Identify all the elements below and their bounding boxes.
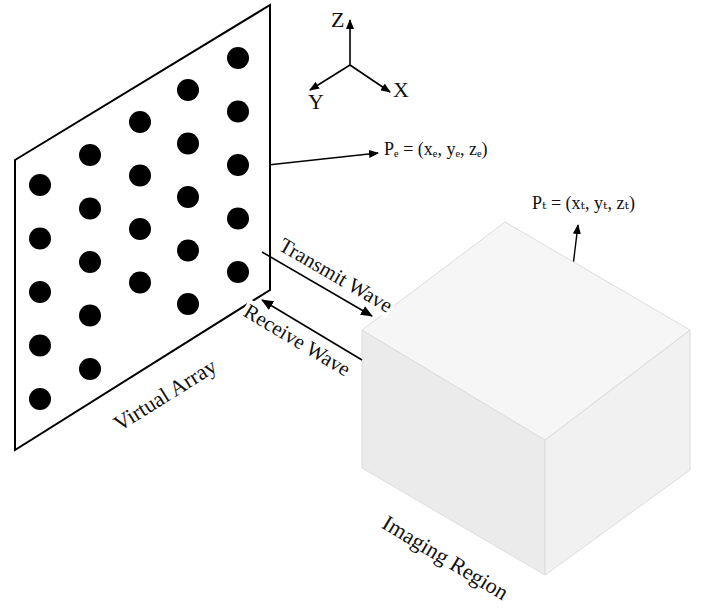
array-element xyxy=(29,228,51,250)
z-axis xyxy=(349,20,351,65)
axis-triad xyxy=(310,20,390,92)
array-element xyxy=(227,261,249,283)
array-element xyxy=(177,240,199,262)
array-element xyxy=(29,388,51,410)
edge-label: Receive Wave xyxy=(238,298,356,381)
wave-arrow xyxy=(262,252,372,316)
array-element xyxy=(79,198,101,220)
virtual-array: Virtual Array xyxy=(12,2,274,454)
array-element xyxy=(177,186,199,208)
array-element xyxy=(129,272,151,294)
array-element xyxy=(79,305,101,327)
x-axis xyxy=(350,65,390,92)
point-label: Pₜ = (xₜ, yₜ, zₜ) xyxy=(532,194,635,214)
array-element xyxy=(79,251,101,273)
array-element xyxy=(227,154,249,176)
array-element xyxy=(29,174,51,196)
array-element xyxy=(79,144,101,166)
array-element xyxy=(177,79,199,101)
array-element xyxy=(227,101,249,123)
axis-label: X xyxy=(393,78,409,102)
y-axis xyxy=(310,65,350,90)
imaging-region: Imaging Region xyxy=(358,218,694,610)
array-element xyxy=(227,208,249,230)
edge-label: Transmit Wave xyxy=(273,233,398,319)
node-outline xyxy=(358,218,694,610)
array-element xyxy=(129,218,151,240)
array-element xyxy=(129,111,151,133)
region-face xyxy=(362,222,690,440)
array-element xyxy=(177,133,199,155)
axis-label: Z xyxy=(331,8,344,32)
array-element xyxy=(177,293,199,315)
array-element xyxy=(29,281,51,303)
node-outline xyxy=(12,2,274,454)
array-element xyxy=(227,47,249,69)
array-plane xyxy=(15,5,270,450)
array-element xyxy=(79,358,101,380)
point-label: Pₑ = (xₑ, yₑ, zₑ) xyxy=(384,140,488,160)
array-element xyxy=(129,165,151,187)
axis-label: Y xyxy=(308,90,324,114)
wave-arrow xyxy=(262,300,362,360)
array-element xyxy=(29,335,51,357)
